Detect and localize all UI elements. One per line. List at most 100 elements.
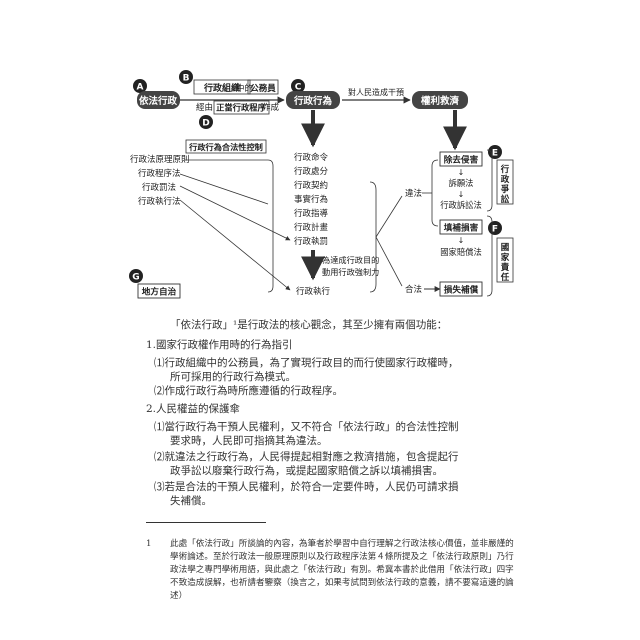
link-principle-2 [179,185,291,241]
point-2-item-2: ⑵就違法之行政行為，人民得提起相對應之救濟措施，包含提起行 [154,451,459,463]
footnote-line-5: 述） [170,591,188,601]
loss-compensation: 損失補償 [444,284,479,296]
marker-e [488,145,502,159]
state-liability-char-1: 家 [501,252,510,263]
local-autonomy: 地方自治 [142,286,177,298]
footnote-line-4: 不致造成誤解，也祈請者鑒察（換言之，如果考試問到依法行政的意義，請不要寫這邊的論 [170,578,514,588]
admin-law-diagram: A 依法行政 B 行政組織 中的 公務員 經由 正當行政程序 作成 D C 行政… [129,70,514,299]
remove-infringement: 除去侵害 [444,154,479,166]
marker-f [488,221,502,235]
admin-litigation-char-0: 行 [500,164,510,175]
split-upper [375,195,403,238]
state-liability-char-3: 任 [500,272,510,283]
compensate-damage: 填補損害 [444,222,479,234]
civil-servant: 公務員 [250,83,276,94]
enforcement: 行政執行 [296,286,331,297]
compensate-damage-box [439,219,483,235]
illegal-label: 違法 [405,188,422,199]
act-type-5: 行政計畫 [294,222,329,233]
marker-d-label: D [202,119,209,129]
remove-right-bracket [486,149,493,212]
marker-g-label: G [132,273,139,283]
point-2-item-3-cont: 失補償。 [170,495,212,507]
footnote-line-2: 學術論述。至於行政法一般原理原則以及行政程序法第４條所提及之「依法行政原則」乃行 [170,552,514,562]
org-label: 行政組織 [203,82,240,94]
interfere-label: 對人民造成干預 [348,87,404,97]
node-rights-relief: 權利救濟 [421,95,460,107]
link-principle-3 [179,199,291,291]
split-lower [375,236,403,287]
act-type-4: 行政指導 [294,208,329,219]
node-admin-by-law: 依法行政 [139,95,178,107]
via-label: 經由 [196,102,213,113]
footnote-number: 1 [146,539,152,549]
admin-litigation-char-2: 爭 [501,184,510,195]
illegal-bracket [431,159,439,227]
state-liability-char-2: 責 [501,262,510,273]
marker-c [291,79,305,93]
in-the-label: 中的 [236,83,253,94]
relief-remove-0: 訴願法 [449,178,474,188]
act-type-6: 行政執罰 [294,236,328,247]
arrow-comp-1: ↓ [458,236,465,245]
marker-c-label: C [295,83,302,93]
legality-control-box [185,139,267,154]
loss-compensation-box [439,281,483,297]
local-autonomy-box [137,283,181,299]
point-1-item-1: ⑴行政組織中的公務員，為了實現行政目的而行使國家行政權時， [154,357,459,369]
principle-1: 行政程序法 [138,168,181,179]
operate-label: 作成 [262,102,280,113]
point-2-item-1: ⑴當行政行為干預人民權利，又不符合「依法行政」的合法性控制 [154,421,459,433]
admin-litigation-char-1: 政 [501,174,510,185]
admin-litigation-box [496,159,514,205]
proper-procedure-box [213,100,270,115]
admin-litigation-char-3: 訟 [501,194,510,205]
state-liability-bracket [486,215,493,297]
node-admin-act-box [286,91,340,109]
marker-b-label: B [183,74,190,84]
legality-control: 行政行為合法性控制 [188,142,263,152]
act-type-1: 行政處分 [294,166,329,177]
principle-0: 行政法原理原則 [130,154,190,165]
legal-label: 合法 [405,284,422,295]
principle-3: 行政執行法 [138,196,181,207]
act-type-0: 行政命令 [294,152,329,163]
footnote-line-1: 此處「依法行政」所談論的內容，為筆者於學習中自行理解之行政法核心價值，並非嚴謹的 [170,539,514,549]
state-liability-char-0: 國 [501,243,510,253]
point-2-title: 2.人民權益的保護傘 [146,403,241,415]
footnote-rule [146,522,266,523]
marker-g [129,269,143,283]
link-principle-1 [179,173,269,205]
point-1-item-1-cont: 所可採用的行政行為模式。 [170,371,296,383]
act-type-2: 行政契約 [294,180,328,191]
marker-e-label: E [492,149,498,159]
goal-line-1: 為達成行政目的 [322,255,379,265]
act-type-3: 事實行為 [294,194,328,205]
node-admin-by-law-box [137,91,180,109]
marker-d [199,115,213,129]
marker-b [179,70,193,84]
point-2-item-1-cont: 要求時，人民即可指摘其為違法。 [170,435,328,447]
footnote-line-3: 政法學之專門學術用語，與此處之「依法行政」有別。希冀本書於此借用「依法行政」四字 [170,565,514,575]
arrow-remove-2: ↓ [458,190,465,199]
marker-a [133,79,147,93]
node-rights-relief-box [412,91,468,109]
relief-compensate-0: 國家賠償法 [440,247,482,257]
marker-a-label: A [137,83,144,93]
remove-infringement-box [439,151,483,167]
goal-line-2: 動用行政強制力 [322,267,379,277]
marker-f-label: F [492,225,498,235]
point-1-item-2: ⑵作成行政行為時所應遵循的行政程序。 [154,385,343,397]
act-types-bracket [267,159,274,293]
proper-procedure: 正當行政程序 [216,103,266,113]
principle-2: 行政罰法 [142,182,176,193]
intro-paragraph: 「依法行政」¹是行政法的核心觀念，其至少擁有兩個功能： [170,319,448,331]
point-2-item-3: ⑶若是合法的干預人民權利，於符合一定要件時，人民仍可請求損 [154,481,459,493]
arrow-remove-1: ↓ [458,168,465,177]
relief-remove-1: 行政訴訟法 [440,200,482,210]
point-2-item-2-cont: 政爭訟以廢棄行政行為，或提起國家賠償之訴以填補損害。 [170,465,443,477]
civil-servant-box [247,79,279,95]
node-admin-act: 行政行為 [293,95,333,107]
state-liability-box [496,237,514,283]
point-1-title: 1.國家行政權作用時的行為指引 [146,339,293,351]
